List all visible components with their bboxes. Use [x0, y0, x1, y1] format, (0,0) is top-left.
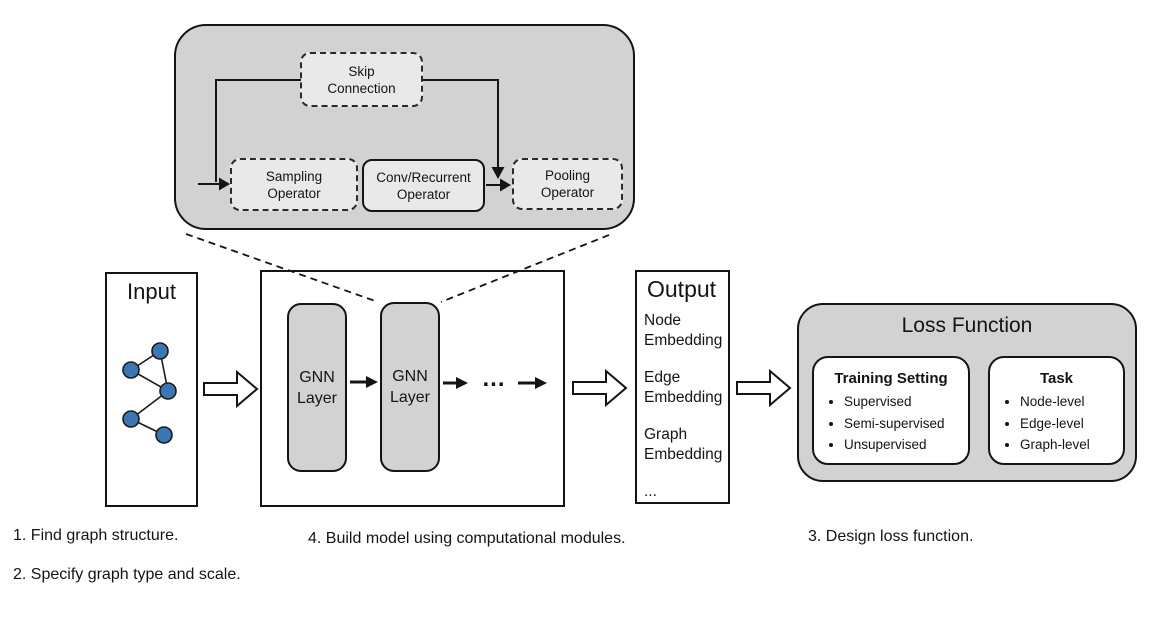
output-box: Output Node Embedding Edge Embedding Gra… — [635, 270, 730, 504]
input-box: Input — [105, 272, 198, 507]
gnn-layer-1-label: GNN Layer — [296, 368, 338, 407]
sampling-operator-label: Sampling Operator — [265, 168, 323, 201]
model-to-output-arrow — [572, 368, 628, 408]
pooling-operator-box: Pooling Operator — [512, 158, 623, 210]
input-title: Input — [127, 279, 176, 304]
conv-recurrent-operator-label: Conv/Recurrent Operator — [376, 169, 471, 202]
training-setting-box: Training Setting Supervised Semi-supervi… — [812, 356, 970, 465]
skip-connection-box: Skip Connection — [300, 52, 423, 107]
sampling-operator-box: Sampling Operator — [230, 158, 358, 211]
gnn-layer-2-label: GNN Layer — [389, 368, 431, 406]
gnn-layer-1-box: GNN Layer — [287, 303, 347, 472]
task-box: Task Node-level Edge-level Graph-level — [988, 356, 1125, 465]
skip-connection-label: Skip Connection — [327, 63, 396, 96]
conv-recurrent-operator-box: Conv/Recurrent Operator — [362, 159, 485, 212]
training-setting-list: Supervised Semi-supervised Unsupervised — [814, 391, 968, 456]
training-item-supervised: Supervised — [844, 391, 968, 413]
task-item-edge-level: Edge-level — [1020, 413, 1123, 435]
training-setting-title: Training Setting — [834, 370, 948, 387]
more-layers-ellipsis: ... — [482, 365, 506, 392]
output-item-graph-embedding: Graph Embedding — [644, 426, 723, 463]
task-list: Node-level Edge-level Graph-level — [990, 391, 1123, 456]
caption-step-3: 3. Design loss function. — [808, 528, 974, 545]
training-item-semi-supervised: Semi-supervised — [844, 413, 968, 435]
input-to-model-arrow — [203, 369, 259, 409]
pooling-operator-label: Pooling Operator — [540, 168, 595, 200]
training-item-unsupervised: Unsupervised — [844, 434, 968, 456]
output-to-loss-arrow — [736, 368, 792, 408]
task-item-node-level: Node-level — [1020, 391, 1123, 413]
task-item-graph-level: Graph-level — [1020, 434, 1123, 456]
caption-step-4: 4. Build model using computational modul… — [308, 530, 626, 547]
output-item-ellipsis: ... — [644, 483, 657, 500]
output-title: Output — [647, 276, 717, 302]
output-item-node-embedding: Node Embedding — [644, 312, 723, 349]
loss-function-title: Loss Function — [901, 314, 1033, 337]
task-title: Task — [1039, 370, 1074, 387]
caption-step-2: 2. Specify graph type and scale. — [13, 566, 241, 583]
caption-step-1: 1. Find graph structure. — [13, 527, 179, 544]
output-item-edge-embedding: Edge Embedding — [644, 369, 723, 406]
gnn-layer-2-box: GNN Layer — [380, 302, 440, 472]
output-embedding-list: Node Embedding Edge Embedding Graph Embe… — [644, 311, 728, 502]
